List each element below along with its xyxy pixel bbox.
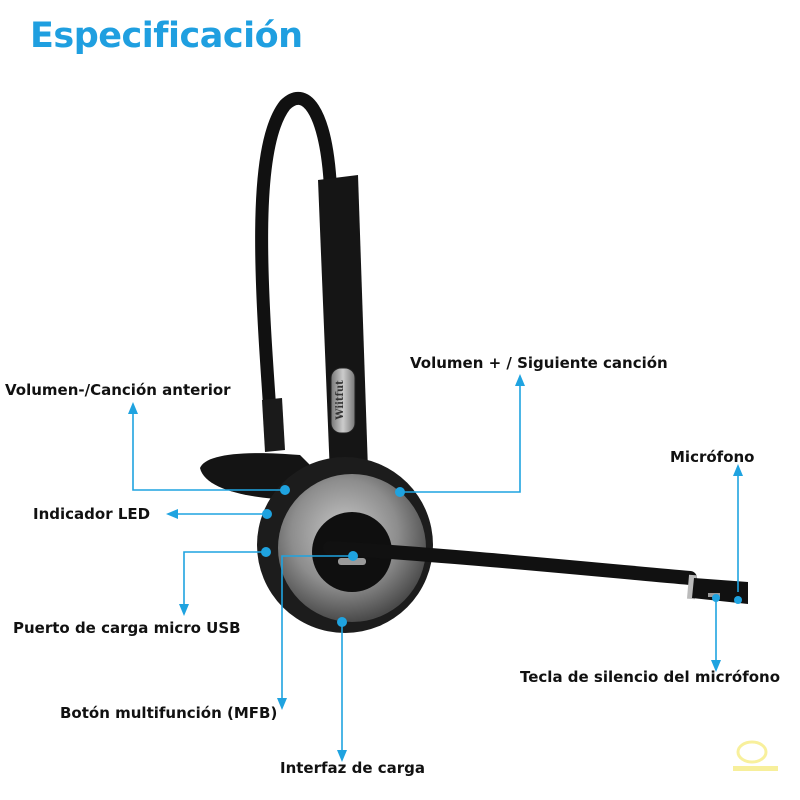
page-title: Especificación — [30, 16, 303, 56]
label-microphone: Micrófono — [670, 448, 755, 466]
label-volume-down: Volumen-/Canción anterior — [5, 381, 231, 399]
callout-lines — [132, 384, 739, 752]
arrow-down-icon — [179, 604, 189, 616]
label-mfb: Botón multifunción (MFB) — [60, 704, 278, 722]
label-charging-interface: Interfaz de carga — [280, 759, 426, 777]
arrow-heads — [128, 374, 743, 762]
arrow-up-icon — [733, 464, 743, 476]
headband: Wiitfut — [255, 91, 368, 475]
label-usb-port: Puerto de carga micro USB — [13, 619, 241, 637]
callout-dots — [261, 485, 742, 627]
arrow-down-icon — [337, 750, 347, 762]
arrow-left-icon — [166, 509, 178, 519]
arrow-up-icon — [128, 402, 138, 414]
brand-logo: Wiitfut — [335, 380, 346, 421]
watermark-logo — [733, 740, 778, 771]
arrow-down-icon — [277, 698, 287, 710]
arrow-down-icon — [711, 660, 721, 672]
arrow-up-icon — [515, 374, 525, 386]
microphone-boom — [323, 541, 748, 604]
label-led-indicator: Indicador LED — [33, 505, 151, 523]
label-volume-up: Volumen + / Siguiente canción — [410, 354, 668, 372]
label-mute-key: Tecla de silencio del micrófono — [520, 668, 781, 686]
